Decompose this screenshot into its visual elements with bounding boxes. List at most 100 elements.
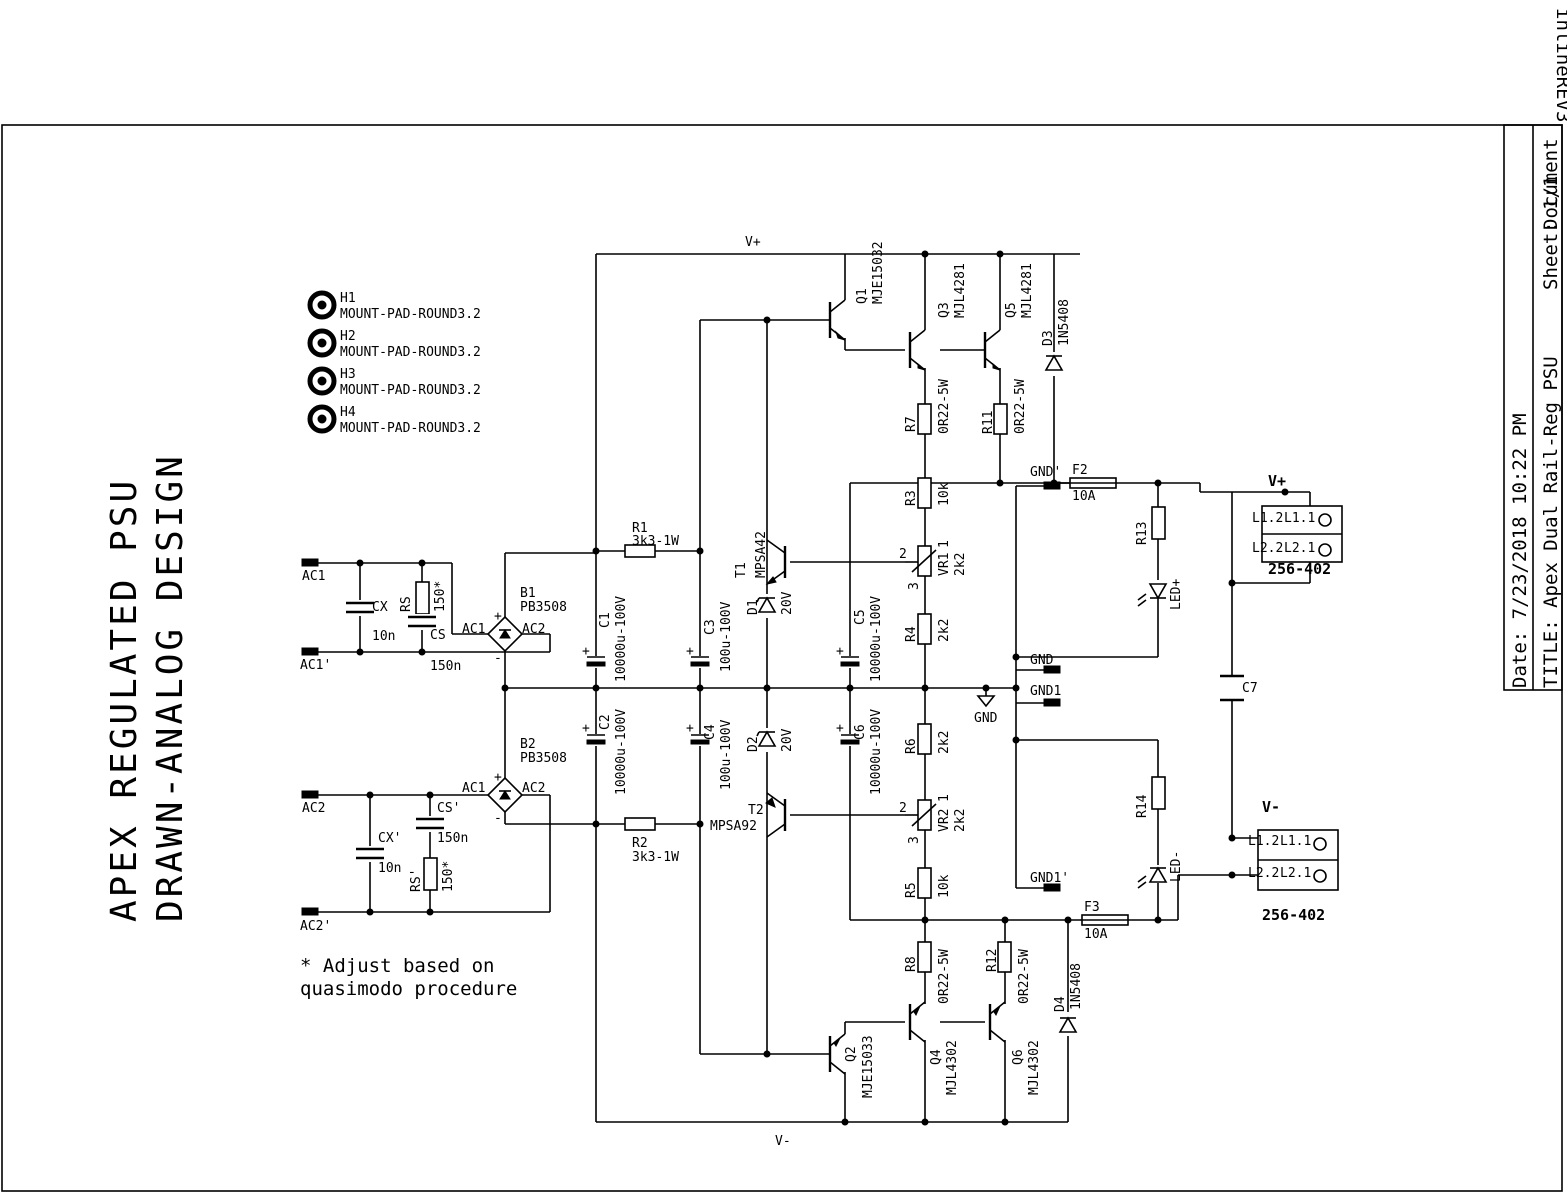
svg-text:2: 2 xyxy=(899,801,907,816)
mount-pad-h1: H1 MOUNT-PAD-ROUND3.2 xyxy=(307,290,481,322)
connector-bottom: V- L1.2 L1.1 L2.2 L2.1 256-402 xyxy=(1248,798,1339,924)
svg-text:MPSA92: MPSA92 xyxy=(710,819,757,834)
cxp-capacitor: CX' 10n xyxy=(354,831,401,876)
svg-text:F3: F3 xyxy=(1084,900,1100,915)
svg-text:Q2: Q2 xyxy=(844,1046,859,1062)
svg-text:+: + xyxy=(686,721,694,736)
svg-text:10000u-100V: 10000u-100V xyxy=(869,709,884,795)
q6-transistor: Q6 MJL4302 xyxy=(988,1001,1042,1095)
svg-text:10000u-100V: 10000u-100V xyxy=(614,596,629,682)
date-label: Date: 7/23/2018 10:22 PM xyxy=(1509,413,1531,688)
title-label: TITLE: Apex Dual Rail-Reg PSU xyxy=(1540,356,1562,688)
svg-text:R3: R3 xyxy=(904,490,919,506)
r3-resistor: R3 10k xyxy=(904,477,952,509)
svg-text:MOUNT-PAD-ROUND3.2: MOUNT-PAD-ROUND3.2 xyxy=(340,383,481,398)
r5-resistor: R5 10k xyxy=(904,867,952,899)
svg-text:H4: H4 xyxy=(340,405,356,420)
cs-capacitor: CS 150n xyxy=(406,614,461,674)
svg-text:+: + xyxy=(836,721,844,736)
svg-text:R7: R7 xyxy=(904,416,919,432)
svg-text:3: 3 xyxy=(907,582,922,590)
svg-text:V+: V+ xyxy=(1268,472,1286,490)
svg-text:+: + xyxy=(582,721,590,736)
document-label: Document xyxy=(1540,138,1562,230)
svg-text:10A: 10A xyxy=(1072,489,1096,504)
net-ac1-label: AC1 xyxy=(302,569,325,584)
r13-resistor: R13 xyxy=(1135,506,1166,545)
f3-fuse: F3 10A xyxy=(1081,900,1129,942)
design-title-line2: DRAWN-ANALOG DESIGN xyxy=(150,453,191,922)
svg-text:MOUNT-PAD-ROUND3.2: MOUNT-PAD-ROUND3.2 xyxy=(340,345,481,360)
svg-text:20V: 20V xyxy=(780,728,795,752)
r11-resistor: R11 0R22-5W xyxy=(981,379,1028,435)
svg-text:10A: 10A xyxy=(1084,927,1108,942)
svg-text:MJL4281: MJL4281 xyxy=(1020,263,1035,318)
svg-text:R4: R4 xyxy=(904,626,919,642)
svg-text:10k: 10k xyxy=(937,874,952,898)
r8-resistor: R8 0R22-5W xyxy=(904,941,952,1004)
net-gnd1p-label: GND1' xyxy=(1030,871,1069,886)
svg-text:R13: R13 xyxy=(1135,522,1150,545)
svg-text:B2: B2 xyxy=(520,737,536,752)
connector-top: V+ L1.2 L1.1 L2.2 L2.1 256-402 xyxy=(1252,472,1343,578)
svg-text:MJL4302: MJL4302 xyxy=(1027,1040,1042,1095)
svg-text:10k: 10k xyxy=(937,482,952,506)
bridge-b1: B1 PB3508 AC1 AC2 + - xyxy=(462,586,567,666)
r6-resistor: R6 2k2 xyxy=(904,723,952,755)
svg-text:D1: D1 xyxy=(746,599,761,615)
svg-text:PB3508: PB3508 xyxy=(520,751,567,766)
svg-text:10n: 10n xyxy=(378,861,401,876)
svg-text:Q3: Q3 xyxy=(937,302,952,318)
svg-text:D3: D3 xyxy=(1041,330,1056,346)
t1-transistor: T1 MPSA42 xyxy=(734,531,787,585)
svg-text:VR2: VR2 xyxy=(937,809,952,832)
svg-text:CS: CS xyxy=(430,628,446,643)
f2-fuse: F2 10A xyxy=(1069,463,1117,504)
svg-text:3: 3 xyxy=(907,836,922,844)
sheet-label: Sheet: 1/1 xyxy=(1540,176,1562,290)
svg-text:+: + xyxy=(582,644,590,659)
svg-text:10n: 10n xyxy=(372,629,395,644)
svg-text:C5: C5 xyxy=(853,609,868,625)
svg-text:L1.1: L1.1 xyxy=(1284,511,1315,526)
svg-text:C2: C2 xyxy=(598,714,613,730)
svg-text:AC2: AC2 xyxy=(522,781,545,796)
mount-pad-h2: H2 MOUNT-PAD-ROUND3.2 xyxy=(307,328,481,360)
svg-text:AC1: AC1 xyxy=(462,622,485,637)
svg-text:C4: C4 xyxy=(703,724,718,740)
svg-text:Q1: Q1 xyxy=(855,288,870,304)
svg-text:CX: CX xyxy=(372,600,388,615)
svg-text:MOUNT-PAD-ROUND3.2: MOUNT-PAD-ROUND3.2 xyxy=(340,307,481,322)
net-ac2p-label: AC2' xyxy=(300,919,331,934)
cx-capacitor: CX 10n xyxy=(344,600,395,644)
svg-text:+: + xyxy=(494,609,502,624)
svg-text:10000u-100V: 10000u-100V xyxy=(614,709,629,795)
mount-pad-h4: H4 MOUNT-PAD-ROUND3.2 xyxy=(307,404,481,436)
svg-text:LED+: LED+ xyxy=(1169,579,1184,610)
sheet-frame xyxy=(1,124,1563,1192)
design-title: APEX REGULATED PSU DRAWN-ANALOG DESIGN xyxy=(104,453,191,922)
rsp-resistor: RS' 150* xyxy=(409,857,456,892)
revision-label: inlineREV3 xyxy=(1552,8,1567,122)
svg-text:H1: H1 xyxy=(340,291,356,306)
note-line1: * Adjust based on xyxy=(300,955,494,977)
svg-text:F2: F2 xyxy=(1072,463,1088,478)
svg-text:256-402: 256-402 xyxy=(1268,560,1331,578)
svg-text:+: + xyxy=(494,770,502,785)
svg-text:B1: B1 xyxy=(520,586,536,601)
r7-resistor: R7 0R22-5W xyxy=(904,379,952,435)
svg-text:L2.2: L2.2 xyxy=(1248,866,1279,881)
svg-text:C6: C6 xyxy=(853,724,868,740)
t2-transistor: T2 MPSA92 xyxy=(710,792,787,838)
svg-text:2k2: 2k2 xyxy=(953,809,968,832)
svg-text:V-: V- xyxy=(1262,798,1280,816)
svg-text:MJL4281: MJL4281 xyxy=(953,263,968,318)
svg-text:AC1: AC1 xyxy=(462,781,485,796)
svg-text:L2.2: L2.2 xyxy=(1252,541,1283,556)
rs-resistor: RS 150* xyxy=(399,581,448,615)
c1-capacitor: + C1 10000u-100V xyxy=(582,596,629,682)
svg-text:1N5408: 1N5408 xyxy=(1069,963,1084,1010)
d4-diode: D4 1N5408 xyxy=(1053,963,1084,1036)
svg-text:150n: 150n xyxy=(430,659,461,674)
svg-text:2k2: 2k2 xyxy=(953,553,968,576)
